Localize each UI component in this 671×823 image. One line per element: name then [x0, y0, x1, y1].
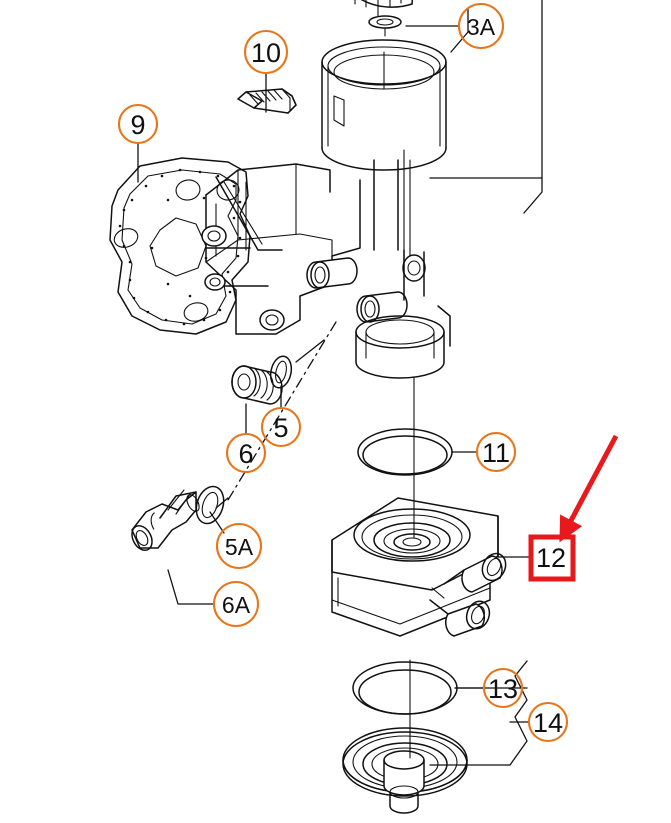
- callout-circle-3a: [457, 2, 505, 50]
- callout-10[interactable]: 10: [243, 29, 289, 113]
- callout-3a[interactable]: 3A: [405, 2, 505, 50]
- highlight-box: [528, 534, 576, 582]
- sealing-flange-14: [342, 693, 468, 814]
- callout-6a[interactable]: 6A: [167, 569, 260, 628]
- callout-label-13: 13: [488, 674, 518, 704]
- oil-filter-bracket-body: [201, 163, 451, 443]
- seal-washer-5: [269, 355, 293, 389]
- oil-cooler-body-12: [331, 465, 507, 637]
- callout-label-14: 14: [533, 708, 563, 738]
- callout-leader-5a: [209, 511, 225, 534]
- callout-circle-6: [225, 432, 267, 474]
- callout-label-9: 9: [130, 110, 145, 140]
- flange-gasket-9: [109, 157, 251, 335]
- hex-bolt-10: [237, 88, 297, 114]
- callout-label-6a: 6A: [222, 592, 251, 618]
- callout-5[interactable]: 5: [260, 385, 302, 448]
- callout-leader-6a: [167, 569, 215, 605]
- callout-9[interactable]: 9: [117, 103, 159, 183]
- callout-circle-11: [475, 431, 517, 473]
- callout-label-6: 6: [238, 439, 253, 469]
- callout-circle-10: [243, 29, 289, 75]
- callout-label-11: 11: [482, 438, 510, 468]
- callout-11[interactable]: 11: [451, 431, 517, 473]
- callout-circle-13: [482, 667, 524, 709]
- callout-circle-6a: [212, 580, 260, 628]
- callout-circle-5: [260, 406, 302, 448]
- callout-circle-9: [117, 103, 159, 145]
- screw-plug-6: [231, 365, 283, 405]
- callout-label-10: 10: [251, 38, 281, 68]
- callout-13[interactable]: 13: [454, 667, 524, 709]
- filter-element-top-cutoff: [354, 0, 413, 17]
- callout-circle-5a: [215, 522, 263, 570]
- callout-14[interactable]: 14: [509, 701, 569, 743]
- seal-ring-3a: [368, 15, 402, 37]
- callout-label-5a: 5A: [225, 534, 254, 560]
- highlighted-callout-label: 12: [536, 543, 566, 573]
- callout-5a[interactable]: 5A: [209, 511, 263, 570]
- callout-label-3a: 3A: [467, 14, 496, 40]
- callout-6[interactable]: 6: [225, 403, 267, 474]
- union-fitting-6a: [131, 489, 200, 551]
- highlight-arrow: [559, 434, 619, 543]
- callout-label-5: 5: [273, 413, 288, 443]
- callout-circle-14: [527, 701, 569, 743]
- filter-housing-cylinder: [321, 39, 447, 271]
- assembly-dash-lines: [215, 321, 337, 509]
